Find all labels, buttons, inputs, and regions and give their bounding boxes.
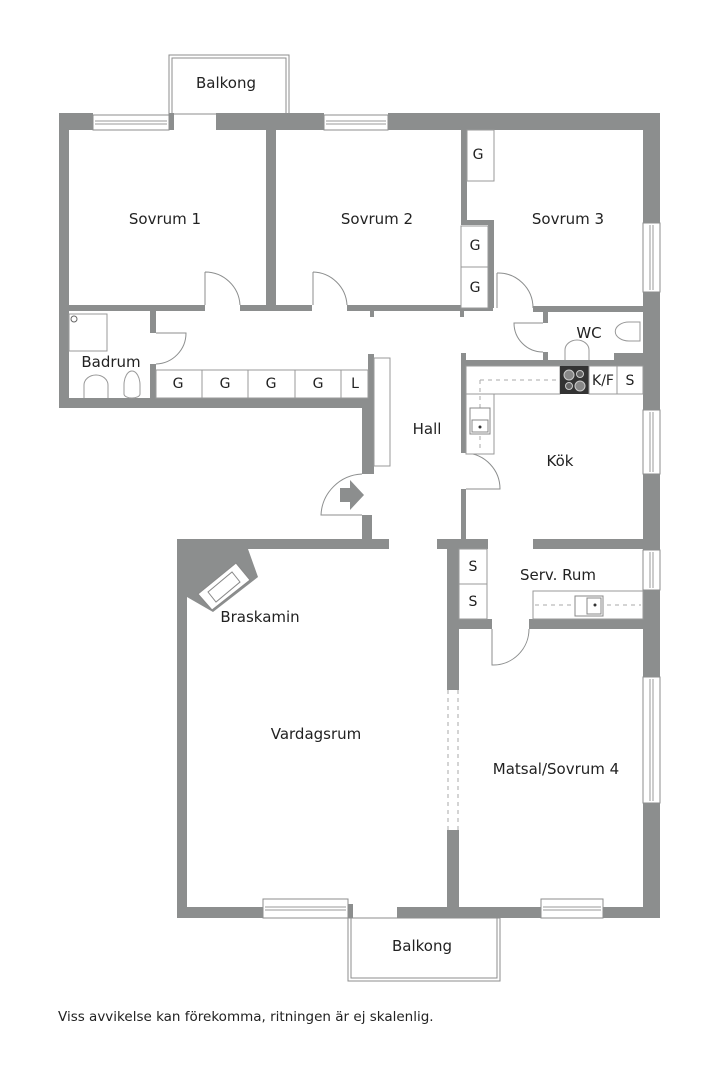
room-label-sovrum-2: Sovrum 2: [340, 210, 414, 228]
serv-rum-fixtures: [458, 548, 644, 620]
kitchen-counters: [465, 365, 644, 455]
storage-label-g: G: [265, 376, 277, 392]
storage-label-g: G: [172, 376, 184, 392]
windows: [92, 114, 661, 919]
room-label-balkong-bottom: Balkong: [391, 937, 453, 955]
sovrum3-closets: [460, 129, 495, 309]
storage-label-s: S: [625, 373, 635, 389]
storage-label-g: G: [469, 238, 481, 254]
room-label-serv-rum: Serv. Rum: [519, 566, 597, 584]
balcony-bottom: [347, 917, 501, 982]
storage-label-s: S: [468, 559, 478, 575]
storage-label-l: L: [351, 376, 359, 392]
room-opening: [447, 690, 459, 830]
walls: [59, 113, 660, 918]
badrum-fixtures: [68, 313, 141, 399]
room-label-hall: Hall: [412, 420, 442, 438]
fireplace-icon: [197, 562, 251, 611]
entrance-arrow-icon: [340, 480, 364, 510]
room-label-badrum: Badrum: [81, 353, 141, 371]
storage-label-g: G: [472, 147, 484, 163]
room-label-wc: WC: [576, 324, 602, 342]
disclaimer-text: Viss avvikelse kan förekomma, ritningen …: [58, 1009, 434, 1025]
room-label-sovrum-3: Sovrum 3: [531, 210, 605, 228]
wc-fixtures: [564, 321, 641, 360]
storage-label-g: G: [219, 376, 231, 392]
room-label-kok: Kök: [546, 452, 574, 470]
hall-storage-row: [155, 369, 369, 399]
storage-label-g: G: [469, 280, 481, 296]
room-label-braskamin: Braskamin: [220, 608, 300, 626]
hall-wardrobe-panel: [373, 357, 391, 467]
room-label-balkong-top: Balkong: [195, 74, 257, 92]
storage-label-s: S: [468, 594, 478, 610]
storage-label-g: G: [312, 376, 324, 392]
storage-label-kf: K/F: [592, 373, 614, 389]
room-label-vardagsrum: Vardagsrum: [270, 725, 362, 743]
room-label-matsal-sovrum-4: Matsal/Sovrum 4: [492, 760, 620, 778]
room-label-sovrum-1: Sovrum 1: [128, 210, 202, 228]
